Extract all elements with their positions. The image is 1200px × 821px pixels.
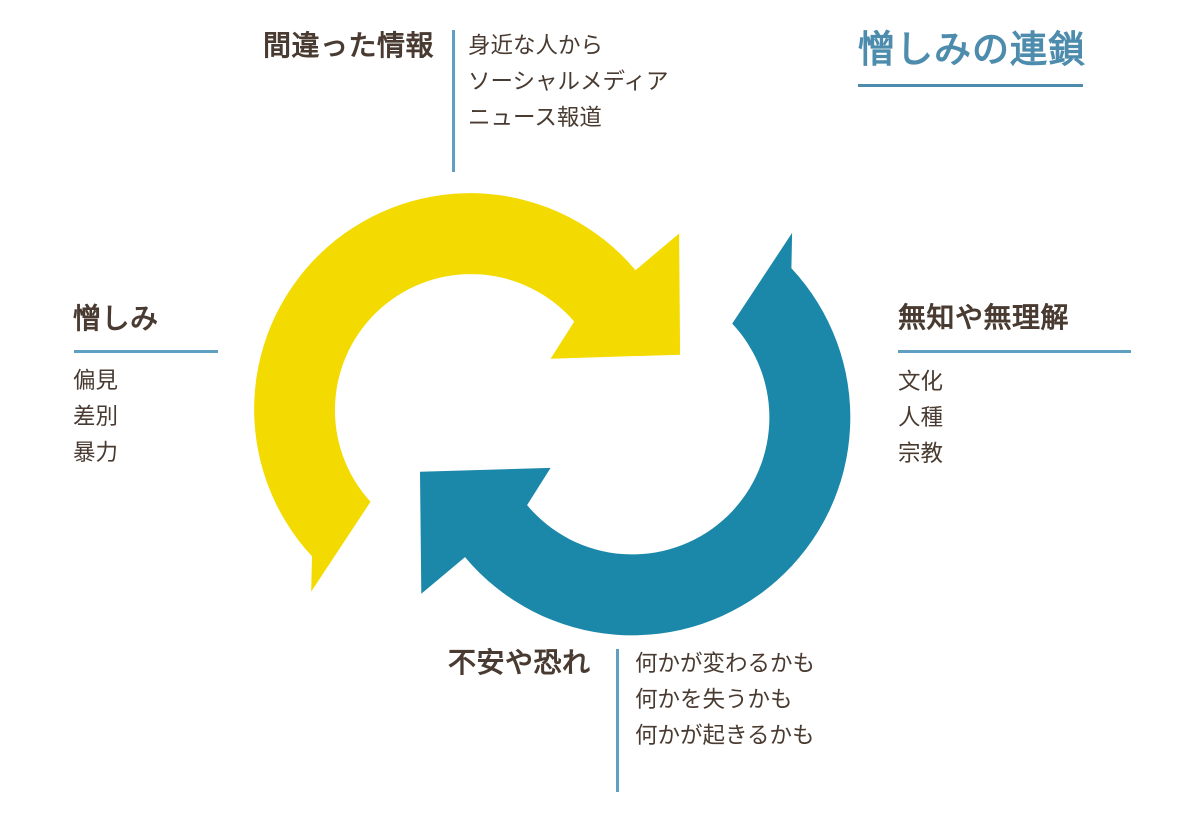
section-item-list: 文化 人種 宗教 (898, 364, 943, 472)
arrow-yellow-icon (254, 193, 681, 592)
list-item: 人種 (898, 405, 944, 430)
list-item: 身近な人から (468, 33, 604, 58)
section-heading: 間違った情報 (263, 30, 435, 61)
arrow-blue-icon (420, 232, 851, 636)
list-item: 暴力 (73, 440, 119, 465)
section-divider-line (616, 649, 619, 792)
list-item: 何かが変わるかも (635, 651, 816, 676)
section-divider-line (898, 350, 1131, 353)
section-divider-line (452, 30, 455, 172)
list-item: ソーシャルメディア (468, 69, 669, 94)
title-underline (858, 84, 1083, 87)
list-item: 何かが起きるかも (635, 723, 815, 748)
list-item: 差別 (73, 404, 119, 429)
section-item-list: 何かが変わるかも 何かを失うかも 何かが起きるかも (635, 646, 815, 754)
list-item: ニュース報道 (468, 105, 602, 130)
list-item: 何かを失うかも (635, 687, 793, 712)
list-item: 文化 (898, 369, 944, 394)
section-heading: 憎しみ (73, 303, 159, 334)
list-item: 宗教 (898, 441, 944, 466)
page-title: 憎しみの連鎖 (858, 29, 1086, 70)
section-item-list: 身近な人から ソーシャルメディア ニュース報道 (468, 28, 668, 136)
section-item-list: 偏見 差別 暴力 (73, 363, 118, 471)
section-heading: 不安や恐れ (448, 647, 591, 678)
section-heading: 無知や無理解 (898, 302, 1070, 333)
section-divider-line (74, 350, 218, 353)
list-item: 偏見 (73, 368, 119, 393)
